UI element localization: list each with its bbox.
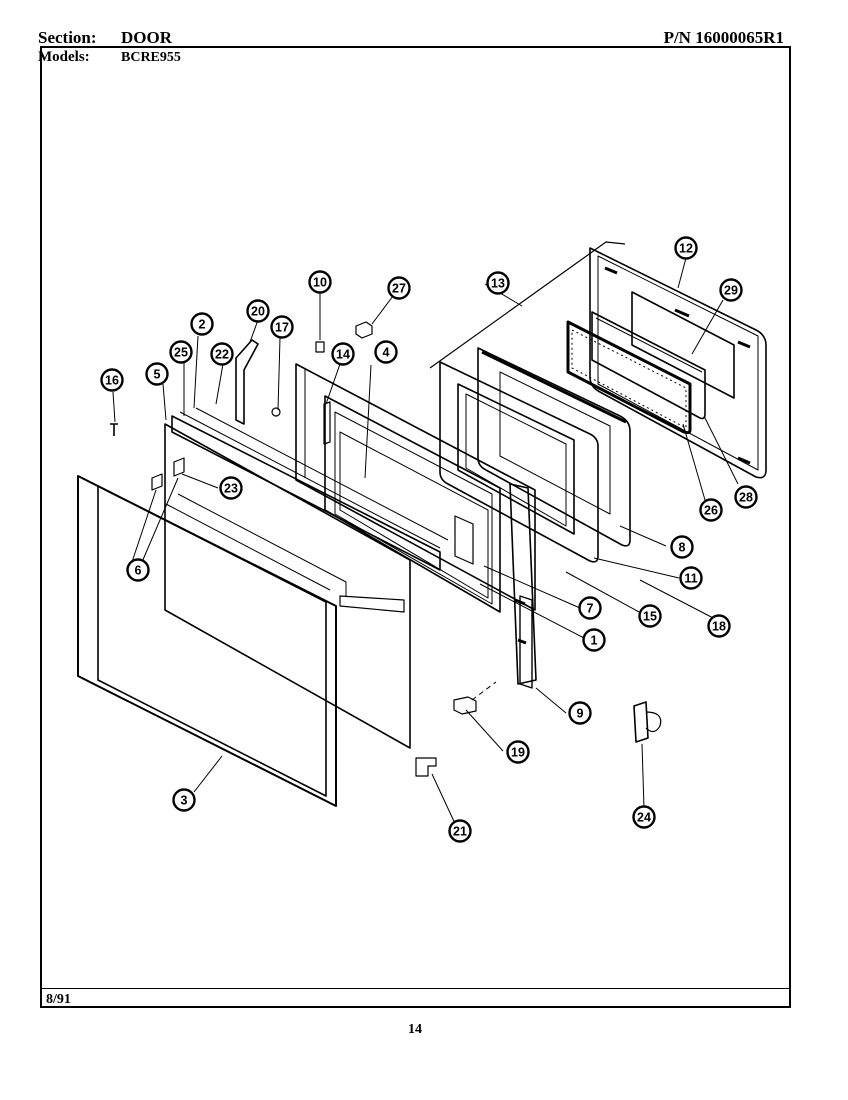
- callout-15: 15: [638, 604, 662, 628]
- callout-19: 19: [506, 740, 530, 764]
- callout-number: 24: [637, 810, 651, 824]
- callout-12: 12: [674, 236, 698, 260]
- part-glass-assembly: [566, 291, 735, 435]
- callout-number: 11: [684, 571, 697, 585]
- callout-number: 28: [739, 490, 753, 504]
- callout-number: 15: [643, 609, 657, 623]
- callout-1: 1: [582, 628, 606, 652]
- callout-7: 7: [578, 596, 602, 620]
- callout-number: 8: [679, 540, 686, 554]
- callout-number: 2: [199, 317, 206, 331]
- callout-14: 14: [331, 342, 355, 366]
- part-13-bracket: [429, 241, 626, 369]
- models-label: Models:: [38, 49, 90, 65]
- part-outer-frame: [77, 475, 347, 807]
- callout-number: 22: [215, 347, 229, 361]
- part-10-spacer: [315, 341, 325, 353]
- callout-27: 27: [387, 276, 411, 300]
- callout-number: 21: [453, 824, 467, 838]
- callout-number: 10: [313, 275, 327, 289]
- callout-17: 17: [270, 315, 294, 339]
- callout-26: 26: [699, 498, 723, 522]
- part-14-clip: [323, 401, 331, 445]
- callout-number: 9: [577, 706, 584, 720]
- callout-number: 18: [712, 619, 726, 633]
- callout-18: 18: [707, 614, 731, 638]
- part-27-clip: [355, 321, 373, 339]
- diagram-frame: [40, 46, 791, 1008]
- callout-5: 5: [145, 362, 169, 386]
- callout-number: 4: [383, 345, 390, 359]
- callout-number: 6: [135, 563, 142, 577]
- callout-number: 12: [679, 241, 693, 255]
- callout-9: 9: [568, 701, 592, 725]
- callout-number: 20: [251, 304, 265, 318]
- callout-4: 4: [374, 340, 398, 364]
- part-17-screw: [271, 407, 281, 417]
- part-l-bracket: [415, 757, 437, 777]
- part-number: P/N 16000065R1: [663, 28, 784, 47]
- callout-number: 19: [511, 745, 525, 759]
- callout-13: 13: [486, 271, 510, 295]
- callout-layer: 1234567891011121314151617181920212223242…: [100, 236, 758, 843]
- callout-number: 3: [181, 793, 188, 807]
- part-bumper: [453, 696, 477, 715]
- part-16-screw: [110, 423, 118, 436]
- part-top-channel: [164, 339, 449, 749]
- part-side-hinge: [519, 595, 533, 689]
- callout-28: 28: [734, 485, 758, 509]
- part-hinge-clips: [151, 457, 185, 491]
- part-window-frame: [439, 361, 599, 563]
- section-label: Section:: [38, 28, 97, 47]
- callout-number: 13: [491, 276, 505, 290]
- leader-lines: [112, 257, 739, 831]
- section-value: DOOR: [121, 28, 172, 47]
- callout-number: 14: [336, 347, 350, 361]
- callout-21: 21: [448, 819, 472, 843]
- callout-11: 11: [679, 566, 703, 590]
- callout-number: 1: [591, 633, 598, 647]
- callout-number: 26: [704, 503, 718, 517]
- callout-number: 17: [275, 320, 289, 334]
- page-number: 14: [408, 1022, 422, 1037]
- callout-number: 25: [174, 345, 188, 359]
- footer-date: 8/91: [46, 992, 71, 1007]
- callout-25: 25: [169, 340, 193, 364]
- callout-29: 29: [719, 278, 743, 302]
- callout-number: 5: [154, 367, 161, 381]
- callout-number: 7: [587, 601, 594, 615]
- callout-2: 2: [190, 312, 214, 336]
- models-value: BCRE955: [121, 50, 181, 65]
- callout-number: 29: [724, 283, 738, 297]
- callout-number: 23: [224, 481, 238, 495]
- callout-24: 24: [632, 805, 656, 829]
- callout-10: 10: [308, 270, 332, 294]
- callout-3: 3: [172, 788, 196, 812]
- callout-23: 23: [219, 476, 243, 500]
- part-hinge-assembly: [633, 701, 662, 743]
- footer-divider: [40, 988, 791, 989]
- callout-20: 20: [246, 299, 270, 323]
- callout-16: 16: [100, 368, 124, 392]
- callout-8: 8: [670, 535, 694, 559]
- callout-number: 16: [105, 373, 119, 387]
- part-inner-liner: [477, 347, 631, 547]
- callout-number: 27: [392, 281, 406, 295]
- callout-22: 22: [210, 342, 234, 366]
- callout-6: 6: [126, 558, 150, 582]
